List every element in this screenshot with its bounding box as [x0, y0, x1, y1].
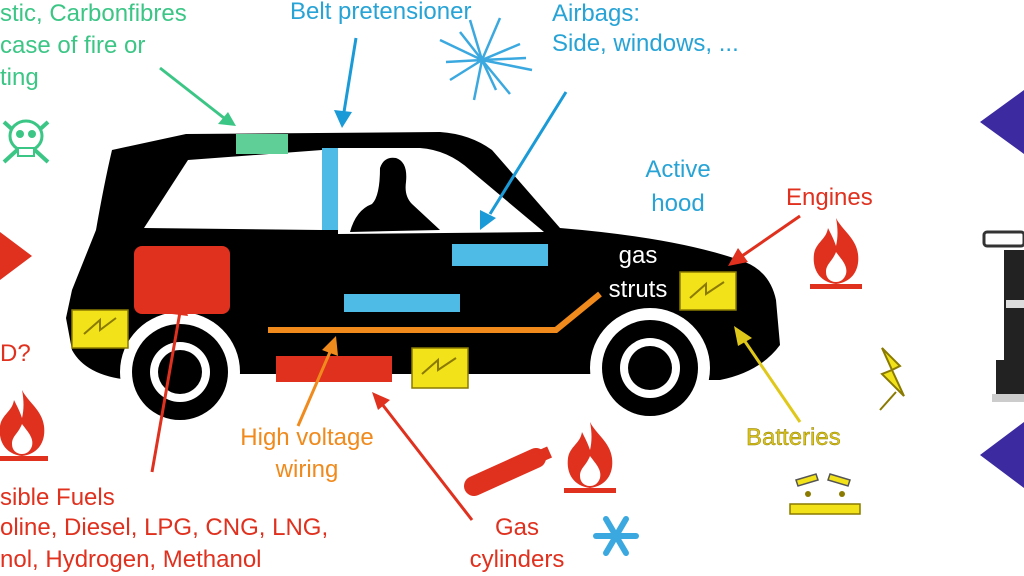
active-hood-label-line2: hood — [651, 190, 705, 217]
corrosive-hazard-icon — [789, 473, 861, 515]
roof-carbon-panel — [236, 134, 288, 154]
right-top-triangle-icon — [980, 90, 1024, 154]
fuels-label-line2: oline, Diesel, LPG, CNG, LNG, — [0, 514, 329, 541]
question-label: D? — [0, 340, 31, 367]
car-silhouette — [66, 132, 780, 432]
airbags-label-line1: Airbags: — [552, 0, 641, 27]
high-voltage-label-line1: High voltage — [240, 424, 374, 451]
gas-cylinder-block — [276, 356, 392, 382]
high-voltage-wire — [268, 291, 602, 333]
fire-icon — [810, 218, 862, 289]
gas-struts-label-line1: gas — [618, 242, 658, 269]
gas-cylinders-label-line2: cylinders — [469, 546, 565, 573]
fuel-tank-block — [134, 246, 230, 314]
snowflake-icon — [593, 516, 639, 556]
active-hood-label-line1: Active — [645, 156, 711, 183]
airbag-marker-door — [344, 294, 460, 312]
lightning-icon — [879, 347, 905, 411]
left-arrow-icon — [0, 232, 32, 280]
high-voltage-label-line2: wiring — [275, 456, 339, 483]
plastic-label-line3: ting — [0, 64, 39, 91]
airbag-marker-dash — [452, 244, 548, 266]
battery-rear-icon — [71, 309, 129, 349]
right-bottom-triangle-icon — [980, 422, 1024, 488]
fire-icon — [564, 422, 616, 493]
firefighter-figure-icon — [982, 230, 1024, 402]
fuels-label-line1: sible Fuels — [0, 484, 115, 511]
plastic-label-line1: stic, Carbonfibres — [0, 0, 187, 27]
fire-icon — [0, 390, 48, 461]
gas-struts-label-line2: struts — [608, 276, 668, 303]
plastic-label-line2: case of fire or — [0, 32, 146, 59]
battery-middle-icon — [411, 347, 469, 389]
arrow-icon — [150, 37, 802, 521]
battery-front-icon — [679, 271, 737, 311]
gas-cylinder-icon — [464, 446, 553, 496]
airbags-label-line2: Side, windows, ... — [552, 30, 739, 57]
belt-pretensioner-marker — [322, 148, 338, 230]
belt-pretensioner-label: Belt pretensioner — [290, 0, 472, 25]
gas-cylinders-label-line1: Gas — [494, 514, 539, 541]
engines-label: Engines — [786, 184, 873, 211]
fuels-label-line3: nol, Hydrogen, Methanol — [0, 546, 262, 573]
skull-icon — [2, 119, 50, 164]
explosion-burst-icon — [439, 17, 533, 101]
batteries-label: Batteries — [746, 424, 841, 451]
